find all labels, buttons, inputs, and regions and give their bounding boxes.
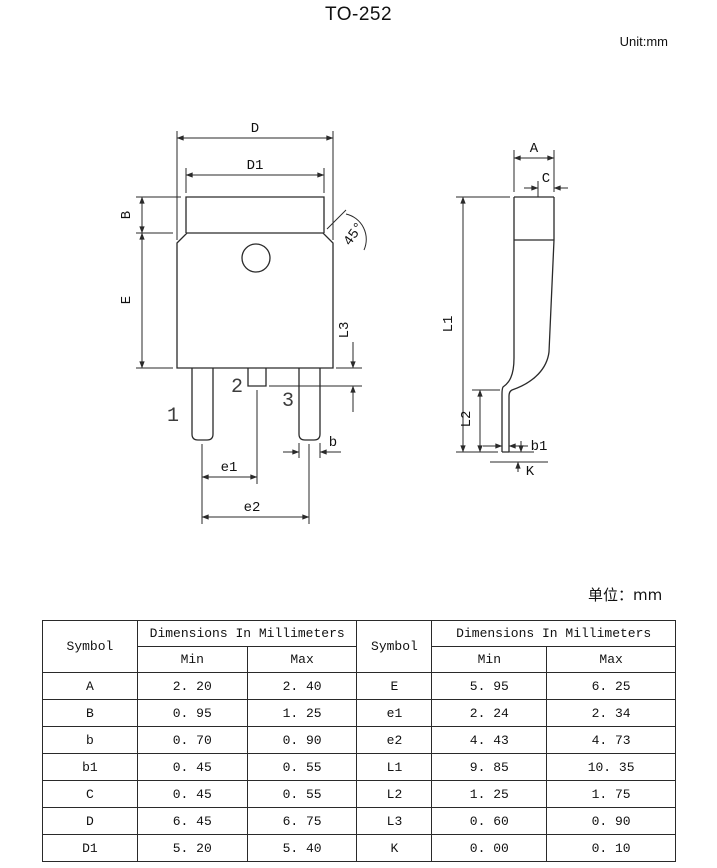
col-header-dims-left: Dimensions In Millimeters <box>136 620 358 647</box>
dim-label-L1: L1 <box>441 316 457 333</box>
dim-label-A: A <box>530 141 539 157</box>
max-cell: 0. 90 <box>546 807 676 835</box>
min-cell: 6. 45 <box>136 807 248 835</box>
table-row: b1 0. 45 0. 55 L1 9. 85 10. 35 <box>42 753 676 781</box>
min-cell: 4. 43 <box>431 726 548 754</box>
col-header-symbol-right: Symbol <box>356 620 433 673</box>
min-cell: 5. 20 <box>136 834 248 862</box>
symbol-cell: L1 <box>356 753 433 781</box>
page-title: TO-252 <box>324 4 393 25</box>
max-cell: 2. 34 <box>546 699 676 727</box>
dim-label-B: B <box>119 211 135 219</box>
dim-label-D1: D1 <box>247 158 264 174</box>
max-cell: 1. 75 <box>546 780 676 808</box>
side-body-outline <box>501 196 555 453</box>
max-cell: 5. 40 <box>246 834 358 862</box>
table-row: B 0. 95 1. 25 e1 2. 24 2. 34 <box>42 699 676 727</box>
max-cell: 0. 10 <box>546 834 676 862</box>
max-cell: 4. 73 <box>546 726 676 754</box>
dim-label-e2: e2 <box>244 500 261 516</box>
max-cell: 0. 55 <box>246 753 358 781</box>
col-header-max-right: Max <box>546 646 676 673</box>
min-cell: 1. 25 <box>431 780 548 808</box>
min-cell: 0. 45 <box>136 753 248 781</box>
min-cell: 0. 00 <box>431 834 548 862</box>
dim-label-e1: e1 <box>221 460 238 476</box>
max-cell: 0. 90 <box>246 726 358 754</box>
symbol-cell: C <box>42 780 138 808</box>
pin2-number: 2 <box>231 376 243 399</box>
symbol-cell: e2 <box>356 726 433 754</box>
table-row: D1 5. 20 5. 40 K 0. 00 0. 10 <box>42 834 676 862</box>
symbol-cell: b <box>42 726 138 754</box>
max-cell: 2. 40 <box>246 672 358 700</box>
dim-label-45: 45° <box>341 219 369 249</box>
symbol-cell: L2 <box>356 780 433 808</box>
col-header-min-right: Min <box>431 646 548 673</box>
max-cell: 1. 25 <box>246 699 358 727</box>
min-cell: 2. 20 <box>136 672 248 700</box>
table-row: C 0. 45 0. 55 L2 1. 25 1. 75 <box>42 780 676 808</box>
min-cell: 0. 95 <box>136 699 248 727</box>
pin3-number: 3 <box>282 390 294 413</box>
min-cell: 0. 45 <box>136 780 248 808</box>
symbol-cell: L3 <box>356 807 433 835</box>
package-drawing: D D1 B E L3 45° b <box>119 121 568 524</box>
max-cell: 6. 75 <box>246 807 358 835</box>
front-view: D D1 B E L3 45° b <box>119 121 368 524</box>
col-header-max-left: Max <box>246 646 358 673</box>
dim-B-extensions <box>136 196 181 234</box>
symbol-cell: A <box>42 672 138 700</box>
body-outline <box>176 232 334 369</box>
symbol-cell: E <box>356 672 433 700</box>
symbol-cell: e1 <box>356 699 433 727</box>
unit-label-cn: 单位：mm <box>588 586 663 604</box>
min-cell: 5. 95 <box>431 672 548 700</box>
dim-label-L3: L3 <box>337 322 353 339</box>
min-cell: 0. 70 <box>136 726 248 754</box>
symbol-cell: D1 <box>42 834 138 862</box>
tab-outline <box>185 196 325 233</box>
unit-label: Unit:mm <box>619 34 668 49</box>
pin2-stub <box>247 368 267 387</box>
min-cell: 9. 85 <box>431 753 548 781</box>
dim-e-extensions <box>201 390 310 524</box>
mounting-hole <box>241 243 271 273</box>
table-row: D 6. 45 6. 75 L3 0. 60 0. 90 <box>42 807 676 835</box>
symbol-cell: D <box>42 807 138 835</box>
dim-label-K: K <box>526 464 535 480</box>
side-view: A C L1 L2 b1 K <box>441 141 568 480</box>
dim-label-b1: b1 <box>531 439 548 455</box>
dim-label-b: b <box>329 435 337 451</box>
symbol-cell: b1 <box>42 753 138 781</box>
max-cell: 0. 55 <box>246 780 358 808</box>
dim-label-C: C <box>542 171 550 187</box>
chamfer-arc <box>345 213 367 251</box>
col-header-symbol-left: Symbol <box>42 620 138 673</box>
min-cell: 2. 24 <box>431 699 548 727</box>
chamfer-leader-line <box>326 209 347 230</box>
dim-label-L2: L2 <box>459 411 475 428</box>
pin1-lead <box>191 368 214 441</box>
dim-L3-extensions <box>269 367 362 387</box>
max-cell: 10. 35 <box>546 753 676 781</box>
pin1-number: 1 <box>167 405 179 428</box>
max-cell: 6. 25 <box>546 672 676 700</box>
table-row: A 2. 20 2. 40 E 5. 95 6. 25 <box>42 672 676 700</box>
col-header-dims-right: Dimensions In Millimeters <box>431 620 676 647</box>
table-row: b 0. 70 0. 90 e2 4. 43 4. 73 <box>42 726 676 754</box>
min-cell: 0. 60 <box>431 807 548 835</box>
pin3-lead <box>298 368 321 441</box>
symbol-cell: B <box>42 699 138 727</box>
dim-label-D: D <box>251 121 259 137</box>
dim-label-E: E <box>119 296 135 304</box>
symbol-cell: K <box>356 834 433 862</box>
col-header-min-left: Min <box>136 646 248 673</box>
dim-D1-extensions <box>185 168 325 193</box>
dim-D-extensions <box>176 131 334 240</box>
dimensions-table: Symbol Dimensions In Millimeters Symbol … <box>42 620 676 862</box>
